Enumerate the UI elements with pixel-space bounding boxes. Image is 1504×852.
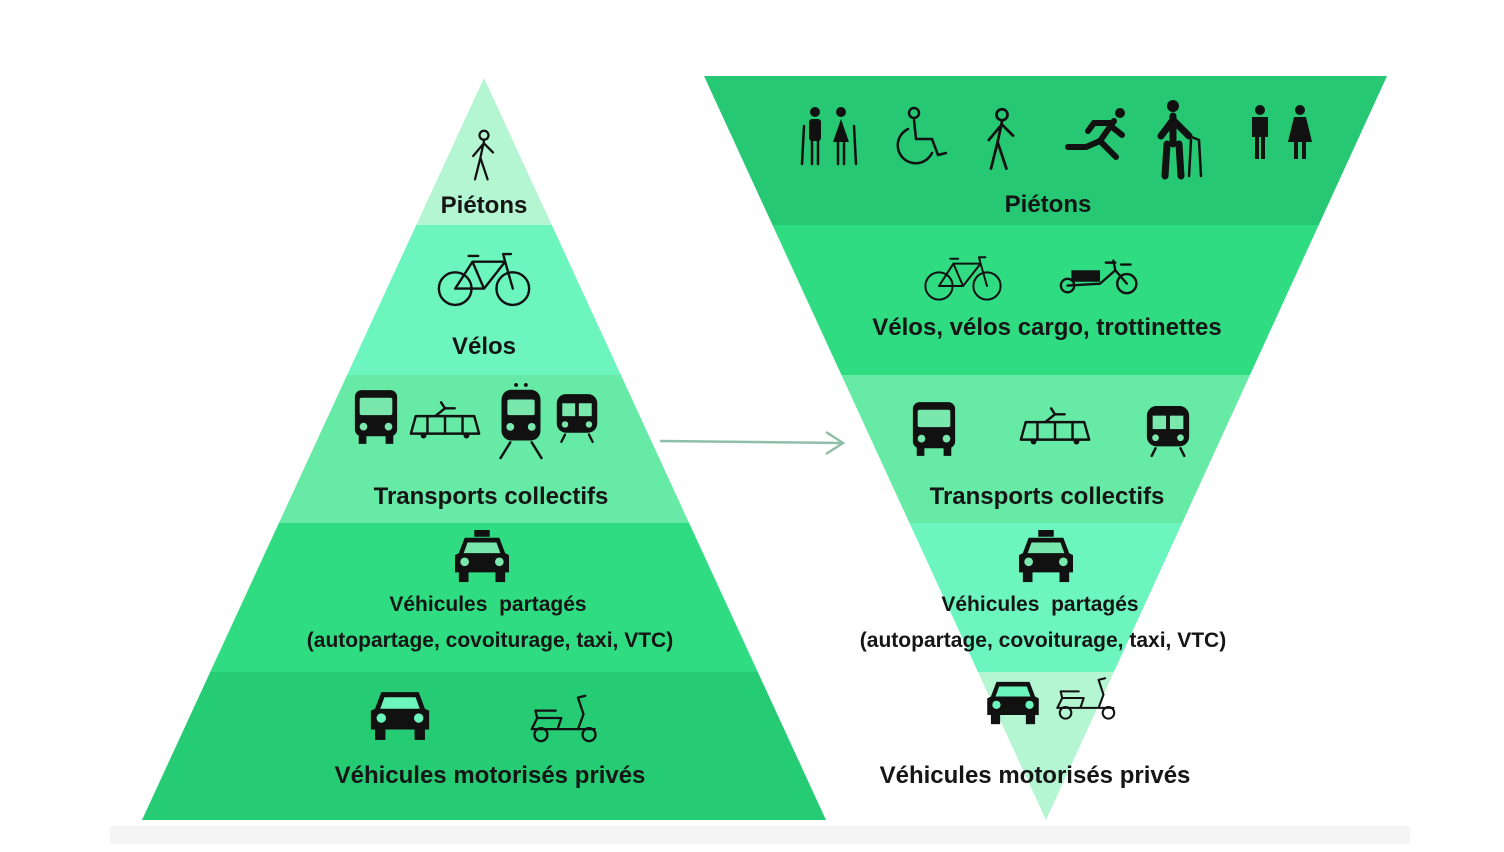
bottom-strip [110,826,1410,844]
right-level-velos-band [704,225,1387,375]
transition-arrow [659,430,846,456]
target-inverted-pyramid [704,76,1387,820]
right-label-partages: Véhicules partagés [941,593,1138,616]
left-level-prives-band [142,672,826,820]
left-label-transports: Transports collectifs [374,483,609,510]
bus-icon [912,402,956,456]
right-label-pietons: Piétons [1005,191,1092,218]
left-label-pietons: Piétons [441,192,528,219]
left-label-velos: Vélos [452,333,516,360]
right-label-velos: Vélos, vélos cargo, trottinettes [872,314,1221,341]
left-label-partages: Véhicules partagés [389,593,586,616]
right-sublabel-partages: (autopartage, covoiturage, taxi, VTC) [860,629,1226,652]
right-label-transports: Transports collectifs [930,483,1165,510]
right-label-prives: Véhicules motorisés privés [880,762,1191,789]
left-sublabel-partages: (autopartage, covoiturage, taxi, VTC) [307,629,673,652]
left-label-prives: Véhicules motorisés privés [335,762,646,789]
current-pyramid [142,78,826,820]
bus-icon [354,390,398,444]
